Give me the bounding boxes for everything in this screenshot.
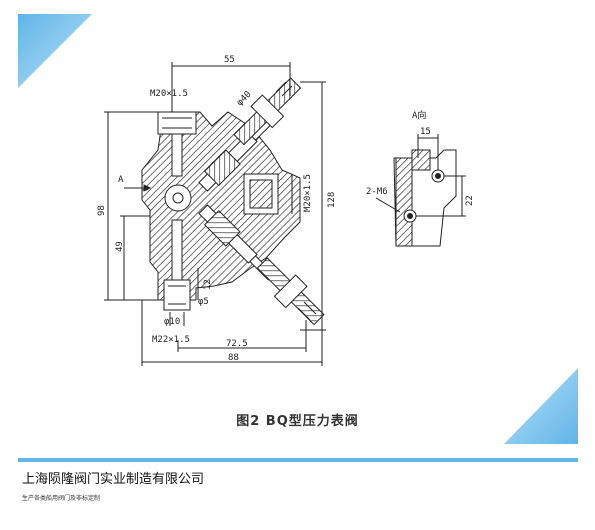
corner-decoration-top-left xyxy=(18,14,92,88)
corner-decoration-bottom-right xyxy=(504,368,578,444)
company-slogan: 生产各类船用阀门及非标定制 xyxy=(22,495,101,502)
dim-55: 55 xyxy=(224,55,235,65)
footer-divider xyxy=(18,458,578,462)
thread-top-label: M20×1.5 xyxy=(150,89,188,99)
view-label-a: A向 xyxy=(412,109,426,121)
thread-mid-label: M20×1.5 xyxy=(303,174,313,212)
dim-98: 98 xyxy=(97,205,107,216)
lower-handwheel xyxy=(256,257,325,326)
dim-128: 128 xyxy=(327,192,337,208)
dia-40-label: φ40 xyxy=(235,90,254,109)
dim-49: 49 xyxy=(115,241,125,252)
upper-handwheel xyxy=(233,77,302,146)
dia-10-label: φ10 xyxy=(164,317,180,327)
dim-88: 88 xyxy=(228,353,239,363)
a-view xyxy=(375,134,466,247)
thread-bottom-label: M22×1.5 xyxy=(152,335,190,345)
marker-a: A xyxy=(118,175,124,185)
figure-caption: 图2 BQ型压力表阀 xyxy=(236,414,359,429)
dim-72-5: 72.5 xyxy=(226,339,248,349)
company-name: 上海陨隆阀门实业制造有限公司 xyxy=(22,472,205,487)
thread-m6-label: 2-M6 xyxy=(366,187,388,197)
dia-5-label: φ5 xyxy=(198,297,209,307)
top-connection xyxy=(157,111,197,135)
upper-stem xyxy=(198,115,275,192)
dim-12: 12 xyxy=(203,279,213,290)
bottom-connection xyxy=(163,279,191,311)
dim-15: 15 xyxy=(420,127,431,137)
dim-22: 22 xyxy=(465,195,475,206)
